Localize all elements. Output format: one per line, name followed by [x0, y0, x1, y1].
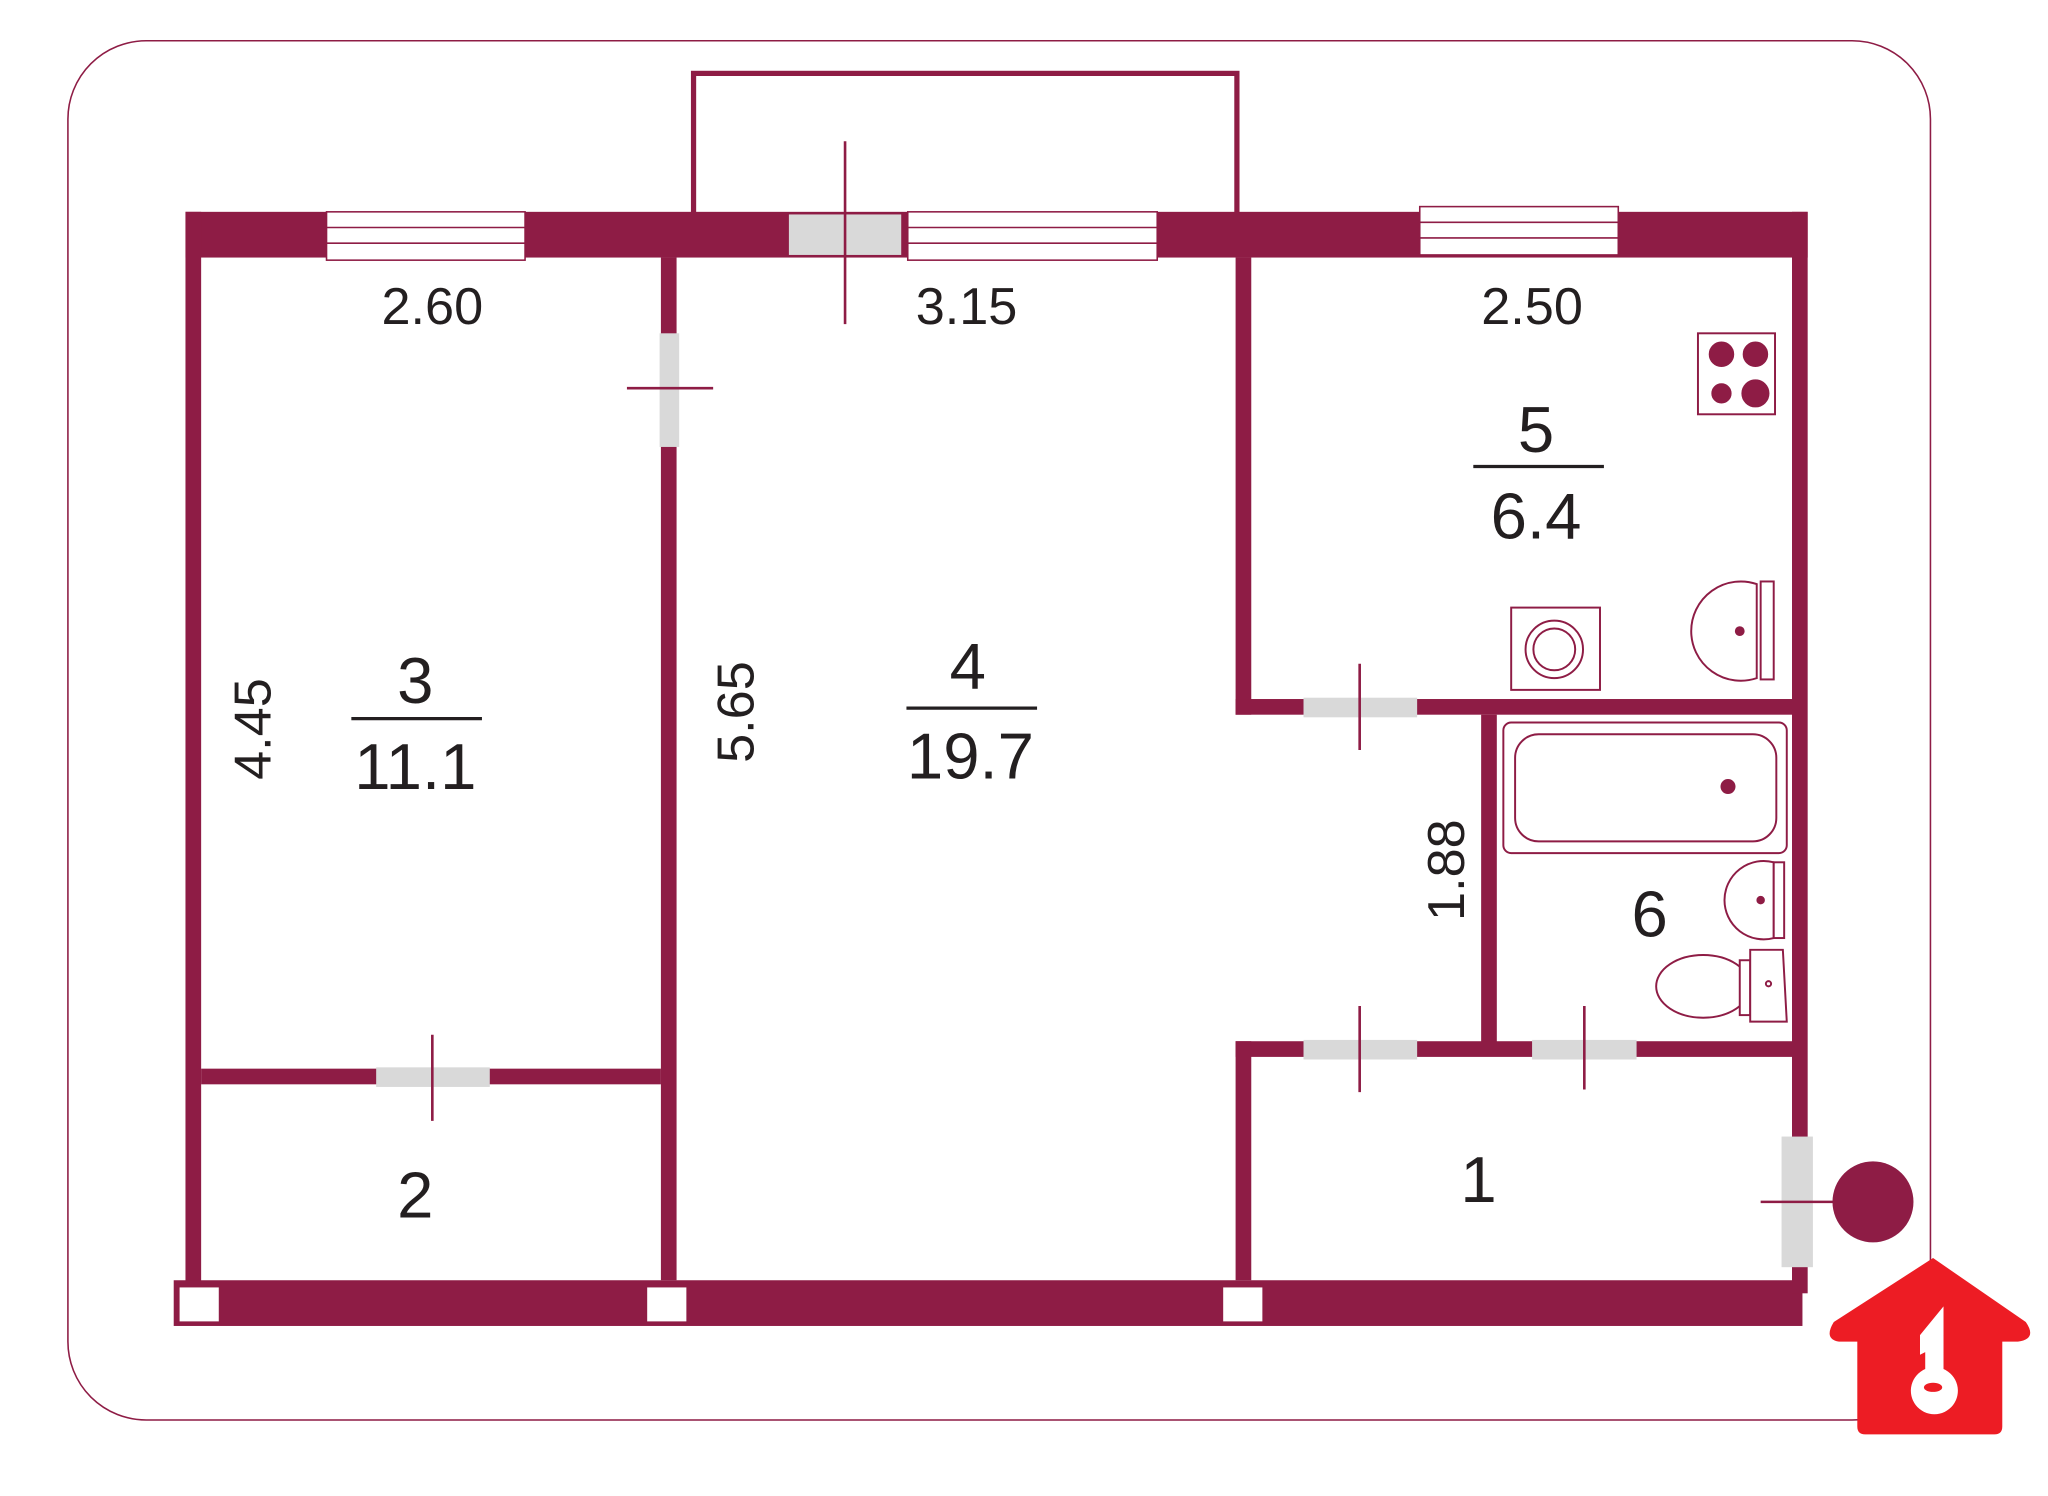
entrance-marker-icon: [1832, 1161, 1914, 1243]
plan-frame: [67, 39, 1932, 1421]
room2-number: 2: [397, 1159, 433, 1232]
washing-machine-icon: [1510, 606, 1601, 691]
room3-number: 3: [397, 644, 433, 717]
balcony: [690, 70, 1240, 220]
sink-icon: [1690, 580, 1775, 682]
bathtub-icon: [1502, 721, 1788, 855]
room3-area: 11.1: [354, 730, 476, 803]
dim-room3-width: 2.60: [381, 278, 483, 336]
room5-area: 6.4: [1491, 479, 1582, 552]
columns: [178, 1286, 1264, 1323]
door-marks: [431, 141, 1834, 1204]
stove-icon: [1696, 332, 1776, 416]
room5-number: 5: [1518, 393, 1554, 466]
logo-house-key-icon: [1829, 1258, 2031, 1435]
dim-room5-width: 2.50: [1481, 278, 1583, 336]
room4-number: 4: [950, 630, 986, 703]
windows: [325, 205, 1620, 261]
toilet-icon: [1655, 948, 1788, 1023]
room6-number: 6: [1631, 878, 1667, 951]
dim-room4-width: 3.15: [916, 278, 1018, 336]
dim-room3-length: 4.45: [224, 678, 282, 780]
dim-corridor-length: 1.88: [1418, 819, 1476, 921]
room1-number: 1: [1460, 1143, 1496, 1216]
bathroom-sink-icon: [1723, 860, 1786, 941]
room4-area: 19.7: [907, 720, 1034, 793]
dim-room4-length: 5.65: [708, 661, 766, 763]
